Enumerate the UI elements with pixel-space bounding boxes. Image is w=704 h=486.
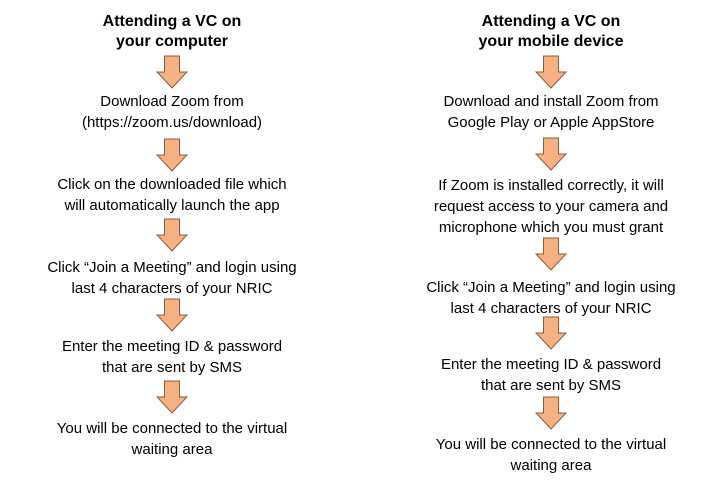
step-line: that are sent by SMS bbox=[101, 359, 243, 376]
step-waiting-area: You will be connected to the virtual wai… bbox=[2, 418, 342, 460]
step-meeting-id: Enter the meeting ID & password that are… bbox=[381, 354, 704, 396]
step-join: Click “Join a Meeting” and login using l… bbox=[381, 277, 704, 319]
flow-title: Attending a VC on your mobile device bbox=[381, 12, 704, 52]
step-line: will automatically launch the app bbox=[64, 197, 280, 214]
step-line: (https://zoom.us/download) bbox=[81, 114, 263, 131]
down-arrow-icon bbox=[156, 380, 188, 414]
step-line: Click “Join a Meeting” and login using bbox=[426, 279, 676, 296]
step-line: Google Play or Apple AppStore bbox=[447, 114, 655, 131]
step-line: Download and install Zoom from bbox=[443, 93, 659, 110]
step-line: Download Zoom from bbox=[100, 93, 244, 110]
step-line: microphone which you must grant bbox=[438, 219, 664, 236]
down-arrow-icon bbox=[156, 138, 188, 172]
down-arrow-icon bbox=[535, 237, 567, 271]
step-line: You will be connected to the virtual bbox=[435, 436, 667, 453]
step-line: request access to your camera and bbox=[433, 198, 669, 215]
down-arrow-icon bbox=[156, 218, 188, 252]
flow-title: Attending a VC on your computer bbox=[2, 12, 342, 52]
step-waiting-area: You will be connected to the virtual wai… bbox=[381, 434, 704, 476]
step-line: waiting area bbox=[510, 457, 592, 474]
title-line: Attending a VC on bbox=[481, 13, 621, 30]
step-install: Download and install Zoom from Google Pl… bbox=[381, 91, 704, 133]
down-arrow-icon bbox=[156, 55, 188, 89]
step-launch: Click on the downloaded file which will … bbox=[2, 174, 342, 216]
step-join: Click “Join a Meeting” and login using l… bbox=[2, 257, 342, 299]
title-line: Attending a VC on bbox=[102, 13, 242, 30]
step-meeting-id: Enter the meeting ID & password that are… bbox=[2, 336, 342, 378]
step-line: Click on the downloaded file which bbox=[57, 176, 287, 193]
down-arrow-icon bbox=[535, 316, 567, 350]
step-line: Enter the meeting ID & password bbox=[440, 356, 662, 373]
title-line: your computer bbox=[115, 33, 228, 50]
down-arrow-icon bbox=[535, 396, 567, 430]
step-line: Enter the meeting ID & password bbox=[61, 338, 283, 355]
step-permissions: If Zoom is installed correctly, it will … bbox=[381, 175, 704, 238]
step-line: Click “Join a Meeting” and login using bbox=[47, 259, 297, 276]
step-line: that are sent by SMS bbox=[480, 377, 622, 394]
title-line: your mobile device bbox=[478, 33, 624, 50]
step-download: Download Zoom from (https://zoom.us/down… bbox=[2, 91, 342, 133]
step-line: waiting area bbox=[131, 441, 213, 458]
down-arrow-icon bbox=[535, 137, 567, 171]
step-line: last 4 characters of your NRIC bbox=[71, 280, 273, 297]
down-arrow-icon bbox=[535, 55, 567, 89]
step-line: If Zoom is installed correctly, it will bbox=[438, 177, 664, 194]
step-line: You will be connected to the virtual bbox=[56, 420, 288, 437]
down-arrow-icon bbox=[156, 298, 188, 332]
step-line: last 4 characters of your NRIC bbox=[450, 300, 652, 317]
